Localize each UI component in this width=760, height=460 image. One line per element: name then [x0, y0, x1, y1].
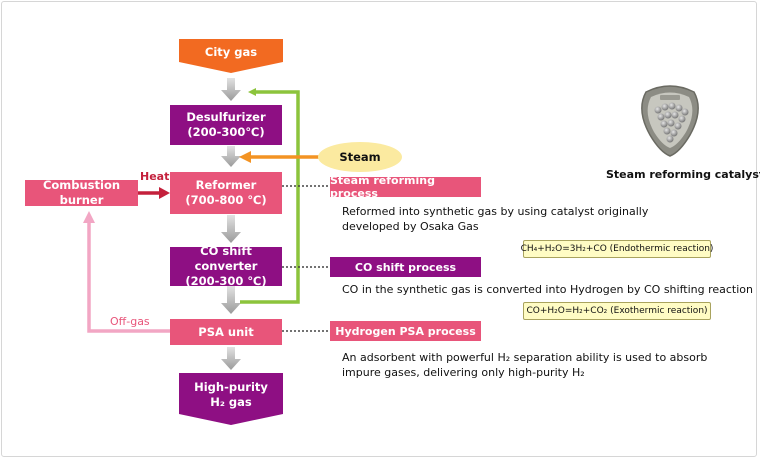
reformer-node: Reformer (700-800 ℃): [170, 172, 282, 214]
arrow-down-1: [221, 78, 241, 101]
desulfurizer-label: Desulfurizer: [186, 110, 266, 124]
desulfurizer-temperature: (200-300℃): [187, 125, 265, 139]
arrow-down-5: [221, 347, 241, 370]
high-purity-h2-node: High-purity H₂ gas: [179, 375, 283, 415]
reformer-label: Reformer: [195, 178, 257, 192]
exothermic-equation: CO+H₂O=H₂+CO₂ (Exothermic reaction): [523, 302, 711, 320]
steam-reforming-process-label: Steam reforming process: [330, 174, 481, 200]
steam-ellipse: [318, 142, 402, 172]
off-gas-arrow-head: [83, 211, 95, 223]
co-shift-converter-node: CO shift converter (200-300 ℃): [170, 244, 282, 288]
endothermic-equation: CH₄+H₂O=3H₂+CO (Endothermic reaction): [521, 240, 713, 258]
off-gas-label: Off-gas: [110, 315, 150, 328]
city-gas-node: City gas: [179, 39, 283, 65]
city-gas-label: City gas: [204, 44, 258, 59]
city-gas-shape: [179, 39, 283, 73]
heat-label: Heat: [140, 170, 170, 183]
co-shift-description: CO in the synthetic gas is converted int…: [342, 283, 753, 296]
psa-unit-node: PSA unit: [170, 319, 282, 345]
heat-arrow-head: [159, 187, 170, 199]
catalyst-caption: Steam reforming catalyst: [606, 168, 760, 181]
psa-unit-label: PSA unit: [198, 324, 254, 339]
high-purity-label: High-purity: [194, 380, 268, 394]
steam-label: Steam: [339, 149, 381, 164]
hydrogen-recycle-line: [240, 88, 300, 304]
output-shape: [179, 373, 283, 425]
reformer-temperature: (700-800 ℃): [185, 193, 267, 207]
psa-description-line1: An adsorbent with powerful H₂ separation…: [342, 351, 708, 364]
hydrogen-psa-process-label: Hydrogen PSA process: [330, 321, 481, 341]
combustion-burner-node: Combustion burner: [25, 178, 138, 207]
steam-node: Steam: [318, 146, 402, 168]
steam-arrow-head: [239, 151, 251, 163]
catalyst-photo: [641, 85, 699, 157]
arrow-down-4: [221, 286, 241, 314]
steam-reforming-description-line2: developed by Osaka Gas: [342, 220, 479, 233]
off-gas-line: [87, 222, 170, 333]
arrow-down-3: [221, 215, 241, 243]
psa-description-line2: impure gases, delivering only high-purit…: [342, 366, 585, 379]
arrow-down-2: [221, 146, 241, 167]
co-shift-converter-temperature: (200-300 ℃): [185, 274, 267, 288]
co-shift-converter-label: CO shift converter: [194, 244, 258, 273]
desulfurizer-node: Desulfurizer (200-300℃): [170, 105, 282, 145]
co-shift-process-label: CO shift process: [330, 257, 481, 277]
h2-gas-label: H₂ gas: [210, 395, 252, 409]
combustion-burner-label: Combustion burner: [42, 178, 121, 207]
steam-reforming-description-line1: Reformed into synthetic gas by using cat…: [342, 205, 649, 218]
